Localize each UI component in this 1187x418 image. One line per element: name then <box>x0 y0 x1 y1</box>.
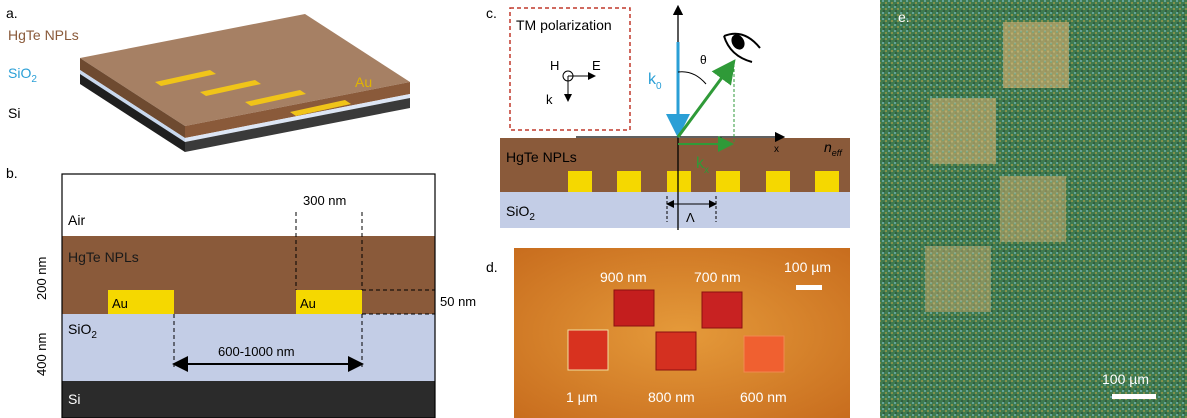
sio2-b-main: SiO <box>68 321 91 337</box>
panel-e: e. 100 µm <box>880 0 1187 418</box>
grating-1 <box>568 171 592 192</box>
kx-sub: x <box>704 165 709 176</box>
si-label: Si <box>8 105 20 121</box>
au-electrode-2 <box>200 80 261 96</box>
si-b-label: Si <box>68 391 80 407</box>
scale-bar-d <box>796 285 822 290</box>
square-700nm <box>701 291 743 329</box>
si-left-side <box>80 74 185 152</box>
panel-b-frame <box>61 173 436 418</box>
air-label: Air <box>68 212 85 228</box>
panel-d-label: d. <box>486 259 498 275</box>
grating-2 <box>617 171 641 192</box>
scale-label-e: 100 µm <box>1102 371 1149 387</box>
sio2-right-side <box>185 94 410 142</box>
grating-5 <box>766 171 790 192</box>
label-1um: 1 µm <box>566 389 597 405</box>
label-800nm: 800 nm <box>648 389 695 405</box>
h-label: H <box>550 58 559 73</box>
hgte-label: HgTe NPLs <box>8 27 79 43</box>
panel-a: a. Au HgTe NPLs SiO2 Si <box>6 5 410 152</box>
dim-300nm: 300 nm <box>303 193 346 208</box>
grating-6 <box>815 171 839 192</box>
sio2-label: SiO2 <box>8 65 37 85</box>
square-900nm <box>613 289 655 327</box>
k-label: k <box>546 92 553 107</box>
sio2-label-sub: 2 <box>31 74 37 85</box>
hgte-left-side <box>80 58 185 138</box>
lambda-label: Λ <box>686 210 695 225</box>
hgte-c-label: HgTe NPLs <box>506 149 577 165</box>
au-right <box>296 290 362 314</box>
neff-main: n <box>824 139 832 155</box>
au-right-label: Au <box>300 296 316 311</box>
bright-square-3 <box>1000 176 1066 242</box>
x-axis-label: x <box>774 144 779 155</box>
neff-sub: eff <box>832 148 844 158</box>
k0-label: k0 <box>648 71 662 92</box>
square-800nm <box>655 331 697 371</box>
k0-main: k <box>648 71 657 88</box>
panel-c: c. TM polarization H E k HgTe NPLs SiO2 … <box>486 4 850 230</box>
si-right-side <box>185 98 410 152</box>
label-600nm: 600 nm <box>740 389 787 405</box>
side-200nm: 200 nm <box>34 257 49 300</box>
k0-sub: 0 <box>656 81 662 92</box>
e-label: E <box>592 58 601 73</box>
panel-e-label: e. <box>898 9 910 25</box>
grating-4 <box>716 171 740 192</box>
sio2-c-label: SiO2 <box>506 203 535 223</box>
scale-label-d: 100 µm <box>784 259 831 275</box>
bright-square-2 <box>930 98 996 164</box>
au-electrode-4 <box>290 100 351 116</box>
sio2-left-side <box>80 70 185 142</box>
sio2-c-layer <box>500 192 850 228</box>
polarization-title: TM polarization <box>516 17 612 33</box>
panel-a-label: a. <box>6 5 18 21</box>
sio2-c-main: SiO <box>506 203 529 219</box>
panel-d: d. 900 nm 700 nm 1 µm 800 nm 600 nm 100 … <box>486 248 850 418</box>
label-900nm: 900 nm <box>600 269 647 285</box>
panel-b: b. Au Au Air HgTe NPLs SiO2 Si 300 nm 50… <box>6 165 476 418</box>
au-left <box>108 290 174 314</box>
si-layer <box>62 381 435 418</box>
eye-icon <box>723 32 761 63</box>
neff-label: neff <box>824 139 843 158</box>
square-600nm <box>743 335 785 373</box>
kx-main: k <box>696 155 705 172</box>
theta-label: θ <box>700 53 707 67</box>
scale-bar-e <box>1112 394 1156 399</box>
theta-arc <box>677 71 707 85</box>
sio2-c-sub: 2 <box>529 212 535 223</box>
panel-c-label: c. <box>486 5 497 21</box>
diffracted-arrow <box>676 59 736 138</box>
grating-3 <box>667 171 691 192</box>
au-left-label: Au <box>112 296 128 311</box>
air-layer <box>62 174 435 236</box>
sio2-b-label: SiO2 <box>68 321 97 341</box>
bright-square-1 <box>1003 22 1069 88</box>
hgte-b-label: HgTe NPLs <box>68 249 139 265</box>
kx-label: kx <box>696 155 709 176</box>
dim-50nm: 50 nm <box>440 294 476 309</box>
dim-period: 600-1000 nm <box>218 344 295 359</box>
hgte-top-face <box>80 14 410 126</box>
sio2-label-main: SiO <box>8 65 31 81</box>
square-1um <box>567 329 609 371</box>
au-electrode-3 <box>245 90 306 106</box>
au-electrode-1 <box>155 70 216 86</box>
panel-b-label: b. <box>6 165 18 181</box>
label-700nm: 700 nm <box>694 269 741 285</box>
bright-square-4 <box>925 246 991 312</box>
sio2-b-sub: 2 <box>91 330 97 341</box>
hgte-right-side <box>185 82 410 138</box>
au-label: Au <box>355 74 372 90</box>
side-400nm: 400 nm <box>34 333 49 376</box>
polarization-box <box>509 7 631 131</box>
